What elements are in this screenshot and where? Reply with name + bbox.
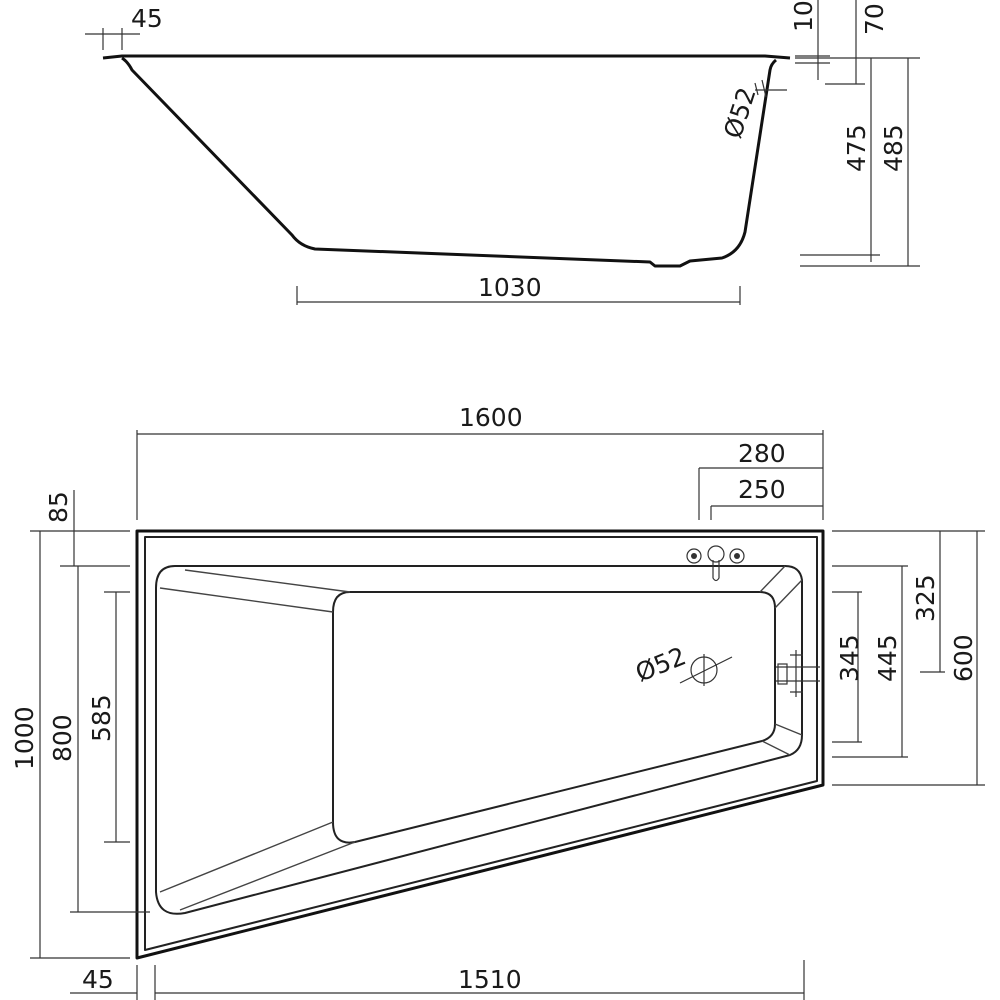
side-tub-outline bbox=[121, 56, 777, 268]
dim-total-width: 1000 bbox=[10, 530, 130, 959]
dim-right-inner-depth-label: 445 bbox=[873, 634, 902, 682]
dim-rim-overhang-label: 45 bbox=[131, 4, 163, 33]
dim-inner-width-label: 800 bbox=[48, 714, 77, 762]
dim-right-side-depth: 600 bbox=[832, 530, 985, 786]
tap-hole-left-icon bbox=[686, 548, 702, 564]
side-view: 45 10 70 475 485 Ø52 bbox=[85, 0, 920, 305]
top-outer-outline bbox=[135, 529, 825, 960]
dim-total-height: 485 bbox=[795, 57, 920, 267]
dim-bottom-rim: 45 bbox=[70, 965, 156, 1000]
dim-rim-thickness-label: 10 bbox=[789, 0, 818, 32]
overflow-handle-icon bbox=[776, 650, 820, 697]
dim-right-inner-depth: 445 bbox=[832, 565, 908, 758]
dim-basin-width-label: 585 bbox=[87, 694, 116, 742]
dim-drain-offset: 345 bbox=[832, 591, 864, 743]
dim-total-length-label: 1600 bbox=[459, 403, 523, 432]
dim-rim-offset: 70 bbox=[825, 0, 889, 85]
dim-bottom-rim-label: 45 bbox=[82, 965, 114, 994]
top-basin-outer bbox=[155, 565, 803, 915]
dim-bottom-length-top-label: 1510 bbox=[458, 965, 522, 994]
top-view: Ø52 1600 280 250 85 bbox=[10, 403, 985, 1000]
dim-drain-label: Ø52 bbox=[631, 641, 690, 687]
dim-bottom-length-label: 1030 bbox=[478, 273, 542, 302]
dim-bottom-length-top: 1510 bbox=[155, 960, 805, 1000]
dim-tap-depth: 325 bbox=[911, 531, 945, 673]
dim-inner-depth-label: 475 bbox=[842, 124, 871, 172]
tap-holes bbox=[686, 545, 745, 582]
dim-tap-depth-label: 325 bbox=[911, 574, 940, 622]
dim-total-width-label: 1000 bbox=[10, 706, 39, 770]
dim-overflow-label: Ø52 bbox=[718, 84, 761, 142]
dim-rim-overhang: 45 bbox=[85, 4, 163, 50]
dim-tap-offset-outer: 280 bbox=[698, 439, 823, 520]
tap-hole-right-icon bbox=[729, 548, 745, 564]
dim-inner-depth: 475 bbox=[800, 58, 880, 262]
dim-tap-offset-inner-label: 250 bbox=[738, 475, 786, 504]
top-backrest-lines bbox=[159, 565, 803, 911]
dim-tap-offset-outer-label: 280 bbox=[738, 439, 786, 468]
top-rim-inner bbox=[144, 536, 818, 951]
top-basin-bottom bbox=[332, 591, 776, 844]
side-rim bbox=[102, 54, 791, 60]
dim-rim-top: 85 bbox=[44, 490, 130, 567]
dim-rim-thickness: 10 bbox=[789, 0, 830, 80]
dim-right-side-depth-label: 600 bbox=[949, 634, 978, 682]
dim-total-length: 1600 bbox=[136, 403, 824, 520]
dim-tap-offset-inner: 250 bbox=[710, 475, 823, 520]
dim-inner-width: 800 bbox=[48, 566, 150, 913]
dim-rim-offset-label: 70 bbox=[860, 3, 889, 35]
dim-bottom-length: 1030 bbox=[296, 273, 741, 305]
drain-icon bbox=[679, 654, 733, 686]
dim-basin-width: 585 bbox=[87, 591, 130, 843]
dim-drain-offset-label: 345 bbox=[835, 634, 864, 682]
dim-total-height-label: 485 bbox=[879, 124, 908, 172]
dim-rim-top-label: 85 bbox=[44, 491, 73, 523]
tap-spout-icon bbox=[707, 545, 725, 563]
side-overflow-icon bbox=[754, 79, 787, 98]
